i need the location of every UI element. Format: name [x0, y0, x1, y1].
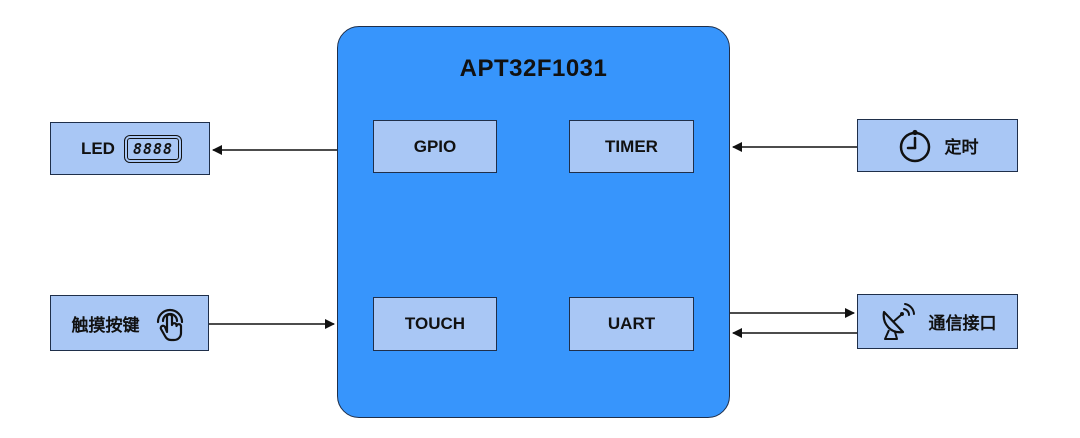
module-uart-label: UART: [607, 314, 656, 333]
seven-segment-display-icon: 8888: [123, 134, 183, 163]
module-touch-label: TOUCH: [404, 314, 466, 333]
chip-title: APT32F1031: [459, 55, 608, 82]
module-gpio: GPIO: [373, 120, 497, 173]
module-timer: TIMER: [569, 120, 694, 173]
peripheral-led: LED 8888: [50, 122, 210, 175]
module-touch: TOUCH: [373, 297, 497, 351]
peripheral-timing-label: 定时: [944, 138, 979, 157]
module-gpio-label: GPIO: [413, 136, 457, 156]
clock-icon: [897, 128, 933, 164]
satellite-dish-icon: [879, 302, 917, 342]
module-uart: UART: [569, 297, 694, 351]
peripheral-led-label: LED: [80, 138, 115, 158]
peripheral-comm: 通信接口: [857, 294, 1018, 349]
touch-finger-icon: [152, 304, 188, 342]
peripheral-timing: 定时: [857, 119, 1018, 172]
mcu-chip-block: APT32F1031: [337, 26, 730, 418]
peripheral-comm-label: 通信接口: [928, 314, 997, 333]
module-timer-label: TIMER: [605, 136, 658, 156]
peripheral-touch-key-label: 触摸按键: [71, 315, 140, 335]
peripheral-touch-key: 触摸按键: [50, 295, 209, 351]
